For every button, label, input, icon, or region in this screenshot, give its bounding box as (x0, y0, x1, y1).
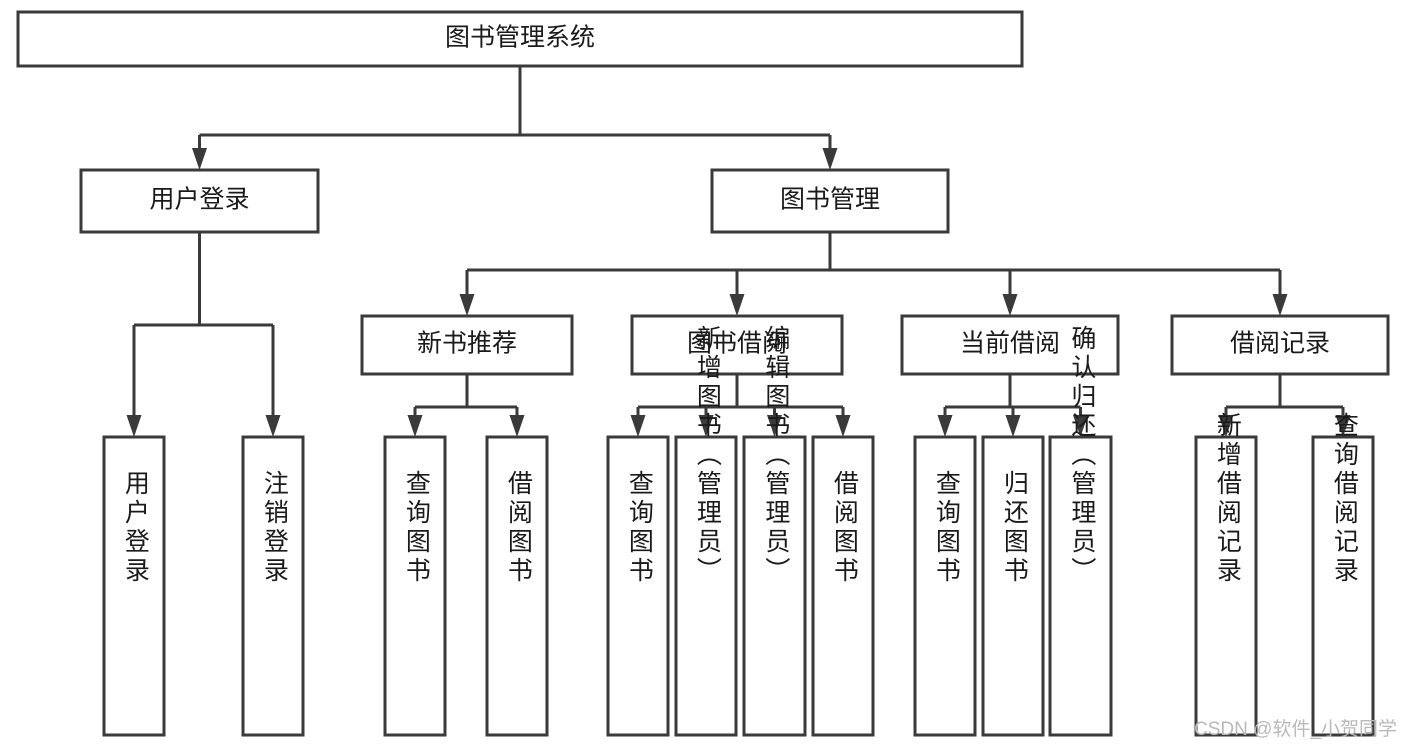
node-leaf-user-login[interactable]: 用户登录 (102, 435, 166, 737)
node-leaf-return-book-box[interactable] (981, 435, 1045, 737)
edge-group (126, 232, 281, 437)
node-leaf-logout-box[interactable] (241, 435, 305, 737)
node-leaf-borrow-book-1-box[interactable] (485, 435, 549, 737)
node-book-borrow-box[interactable] (630, 314, 844, 376)
node-leaf-query-book-2-box[interactable] (606, 435, 670, 737)
node-leaf-query-book-2[interactable]: 查询图书 (606, 435, 670, 737)
node-leaf-query-book-3-label: 查询图书 (932, 470, 961, 586)
node-leaf-confirm-return-label: 确认归还（管理员） (1068, 325, 1097, 586)
node-leaf-borrow-book-1-label: 借阅图书 (504, 470, 533, 586)
node-leaf-edit-book-label: 编辑图书（管理员） (762, 325, 791, 586)
node-leaf-return-book-label: 归还图书 (1000, 470, 1029, 586)
node-borrow-record-box[interactable] (1170, 314, 1390, 376)
edge-group (407, 374, 525, 437)
node-leaf-user-login-box[interactable] (102, 435, 166, 737)
node-new-book-rec-label: 新书推荐 (417, 330, 517, 358)
node-borrow-record[interactable]: 借阅记录 (1170, 314, 1390, 376)
edge-group (192, 66, 838, 170)
node-leaf-add-book-label: 新增图书（管理员） (693, 325, 722, 586)
node-leaf-query-record[interactable]: 查询借阅记录 (1311, 412, 1375, 737)
node-leaf-logout-label: 注销登录 (260, 470, 289, 586)
node-book-manage-box[interactable] (710, 168, 950, 234)
node-leaf-confirm-return-box[interactable] (1048, 435, 1113, 737)
node-user-login-label: 用户登录 (149, 186, 249, 214)
node-leaf-edit-book-box[interactable] (742, 435, 807, 737)
node-leaf-query-record-box[interactable] (1311, 435, 1375, 737)
node-leaf-query-book-1-box[interactable] (383, 435, 447, 737)
node-new-book-rec-box[interactable] (360, 314, 574, 376)
node-leaf-add-record[interactable]: 新增借阅记录 (1194, 412, 1258, 737)
node-book-manage[interactable]: 图书管理 (710, 168, 950, 234)
nodes-layer: 图书管理系统用户登录图书管理新书推荐图书借阅当前借阅借阅记录用户登录注销登录查询… (16, 10, 1390, 737)
edge-group (1218, 374, 1351, 437)
node-leaf-add-record-box[interactable] (1194, 435, 1258, 737)
node-user-login[interactable]: 用户登录 (79, 168, 320, 234)
node-user-login-box[interactable] (79, 168, 320, 234)
node-book-manage-label: 图书管理 (780, 186, 880, 214)
node-leaf-edit-book[interactable]: 编辑图书（管理员） (742, 325, 807, 737)
node-leaf-query-book-1-label: 查询图书 (402, 470, 431, 586)
node-leaf-confirm-return[interactable]: 确认归还（管理员） (1048, 325, 1113, 737)
edge-group (937, 374, 1088, 437)
node-leaf-query-record-label: 查询借阅记录 (1330, 412, 1359, 586)
node-leaf-query-book-2-label: 查询图书 (625, 470, 654, 586)
node-leaf-user-login-label: 用户登录 (121, 470, 150, 586)
node-leaf-add-book[interactable]: 新增图书（管理员） (674, 325, 738, 737)
node-leaf-query-book-1[interactable]: 查询图书 (383, 435, 447, 737)
edge-group (630, 374, 851, 437)
node-leaf-borrow-book-2-box[interactable] (811, 435, 875, 737)
node-current-borrow[interactable]: 当前借阅 (900, 314, 1120, 376)
node-leaf-borrow-book-2-label: 借阅图书 (830, 470, 859, 586)
node-root[interactable]: 图书管理系统 (16, 10, 1024, 68)
node-new-book-rec[interactable]: 新书推荐 (360, 314, 574, 376)
node-borrow-record-label: 借阅记录 (1230, 330, 1330, 358)
node-current-borrow-box[interactable] (900, 314, 1120, 376)
node-root-label: 图书管理系统 (445, 24, 595, 52)
node-current-borrow-label: 当前借阅 (960, 330, 1060, 358)
node-leaf-query-book-3-box[interactable] (913, 435, 977, 737)
node-leaf-query-book-3[interactable]: 查询图书 (913, 435, 977, 737)
node-root-box[interactable] (16, 10, 1024, 68)
node-leaf-return-book[interactable]: 归还图书 (981, 435, 1045, 737)
node-leaf-borrow-book-2[interactable]: 借阅图书 (811, 435, 875, 737)
edge-group (459, 232, 1288, 316)
node-book-borrow[interactable]: 图书借阅 (630, 314, 844, 376)
node-leaf-logout[interactable]: 注销登录 (241, 435, 305, 737)
edges-layer (126, 66, 1351, 437)
node-book-borrow-label: 图书借阅 (687, 330, 787, 358)
node-leaf-add-book-box[interactable] (674, 435, 738, 737)
node-leaf-borrow-book-1[interactable]: 借阅图书 (485, 435, 549, 737)
node-leaf-add-record-label: 新增借阅记录 (1213, 412, 1242, 586)
